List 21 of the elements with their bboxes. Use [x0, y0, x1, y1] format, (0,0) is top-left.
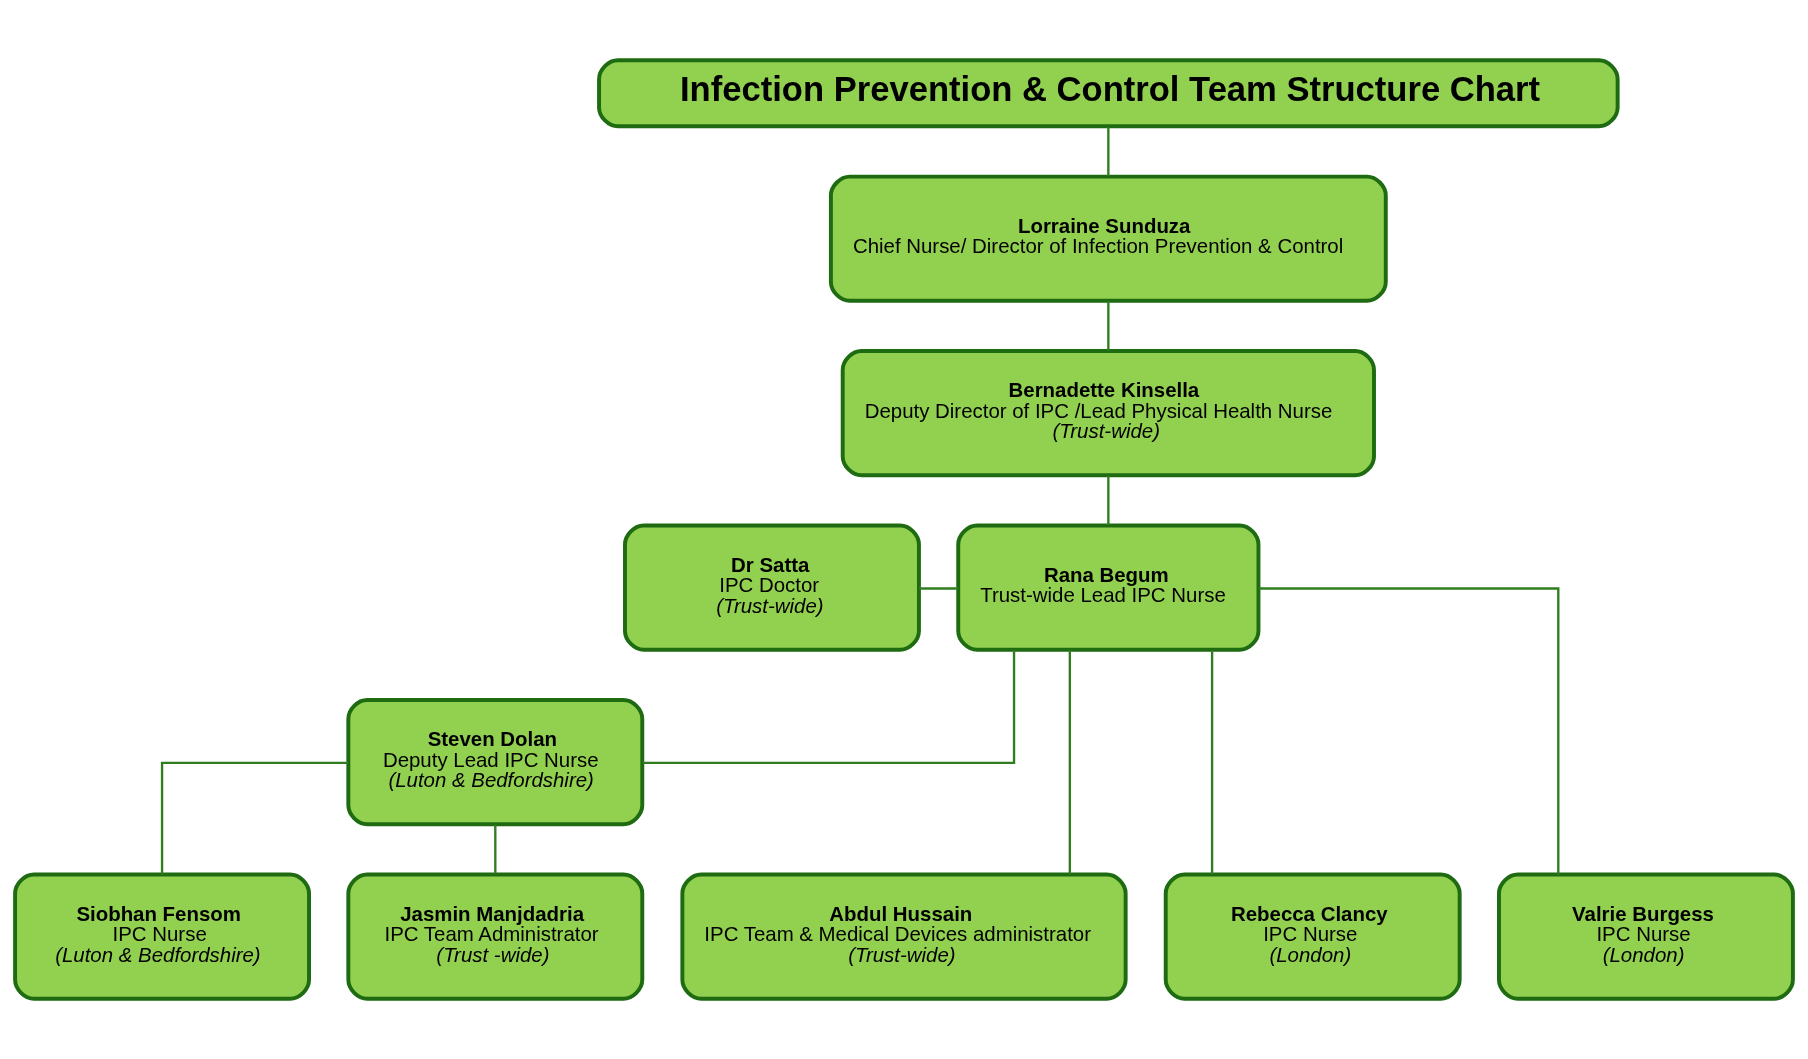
connector [160, 761, 349, 875]
connector [1068, 650, 1071, 875]
connector [1258, 587, 1560, 875]
node-box: Bernadette Kinsella Deputy Director of IPC /Lead Physical Health Nurse (Trust-wide) [840, 349, 1376, 478]
connector [1107, 475, 1110, 525]
node-box: Infection Prevention & Control Team Structure Chart [597, 58, 1620, 129]
node-box: Lorraine Sunduza Chief Nurse/ Director of Infection Prevention & Control [828, 174, 1388, 303]
connector [642, 649, 1016, 765]
node-box: Valrie Burgess IPC Nurse (London) [1497, 872, 1795, 1001]
connector [919, 587, 958, 590]
node-box: Jasmin Manjdadria IPC Team Administrator (Trust -wide) [346, 872, 645, 1001]
node-box: Dr Satta IPC Doctor (Trust-wide) [623, 523, 921, 652]
connector [494, 824, 497, 874]
node-box: Rana Begum Trust-wide Lead IPC Nurse [956, 523, 1261, 652]
connector [1107, 127, 1110, 177]
node-box: Steven Dolan Deputy Lead IPC Nurse (Luton & Bedfordshire) [346, 698, 645, 827]
node-box: Siobhan Fensom IPC Nurse (Luton & Bedfordshire) [13, 872, 311, 1001]
connector [1210, 650, 1214, 875]
connector [1107, 301, 1110, 351]
node-box: Rebecca Clancy IPC Nurse (London) [1163, 872, 1462, 1001]
node-box: Abdul Hussain IPC Team & Medical Devices administrator (Trust-wide) [680, 872, 1128, 1001]
